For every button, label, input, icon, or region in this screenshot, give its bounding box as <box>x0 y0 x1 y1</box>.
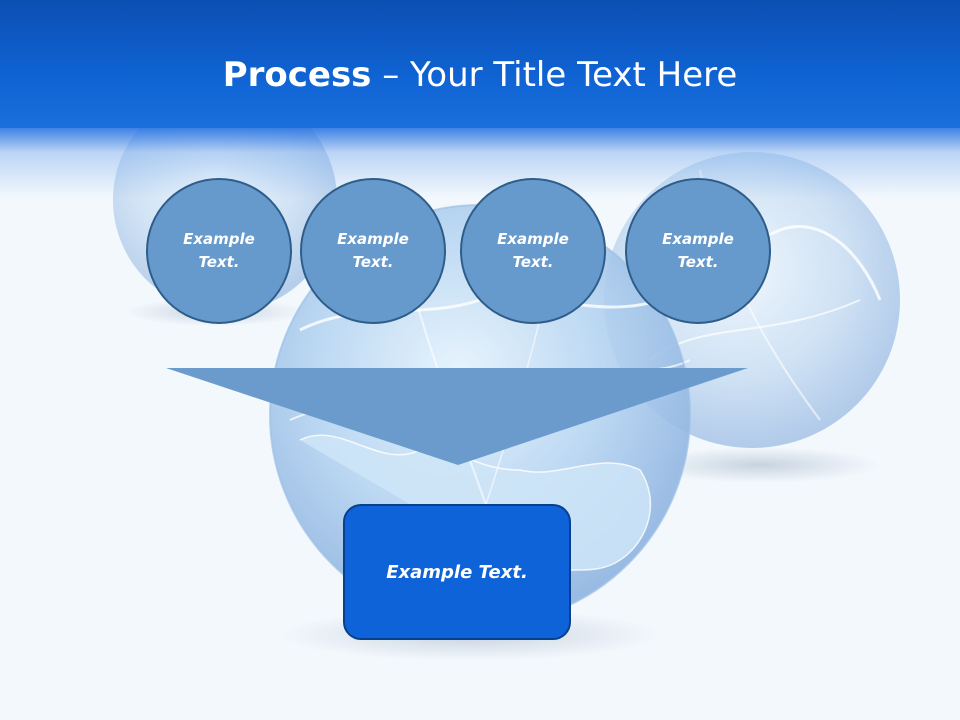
process-step-4: Example Text. <box>625 178 771 324</box>
step-line1: Example <box>497 230 569 248</box>
step-text: Example Text. <box>662 228 734 274</box>
step-line2: Text. <box>512 253 554 271</box>
process-step-1: Example Text. <box>146 178 292 324</box>
title-bar-fade <box>0 128 960 198</box>
step-text: Example Text. <box>337 228 409 274</box>
process-step-3: Example Text. <box>460 178 606 324</box>
title-bar <box>0 0 960 128</box>
result-label: Example Text. <box>386 561 528 583</box>
step-line2: Text. <box>352 253 394 271</box>
step-text: Example Text. <box>497 228 569 274</box>
title-bold: Process <box>222 55 372 95</box>
step-line1: Example <box>337 230 409 248</box>
funnel-arrow <box>166 368 748 465</box>
step-line2: Text. <box>677 253 719 271</box>
step-line2: Text. <box>198 253 240 271</box>
result-box: Example Text. <box>343 504 571 640</box>
step-line1: Example <box>662 230 734 248</box>
page-title: Process – Your Title Text Here <box>0 52 960 98</box>
step-text: Example Text. <box>183 228 255 274</box>
process-step-2: Example Text. <box>300 178 446 324</box>
title-rest: – Your Title Text Here <box>371 55 738 95</box>
step-line1: Example <box>183 230 255 248</box>
